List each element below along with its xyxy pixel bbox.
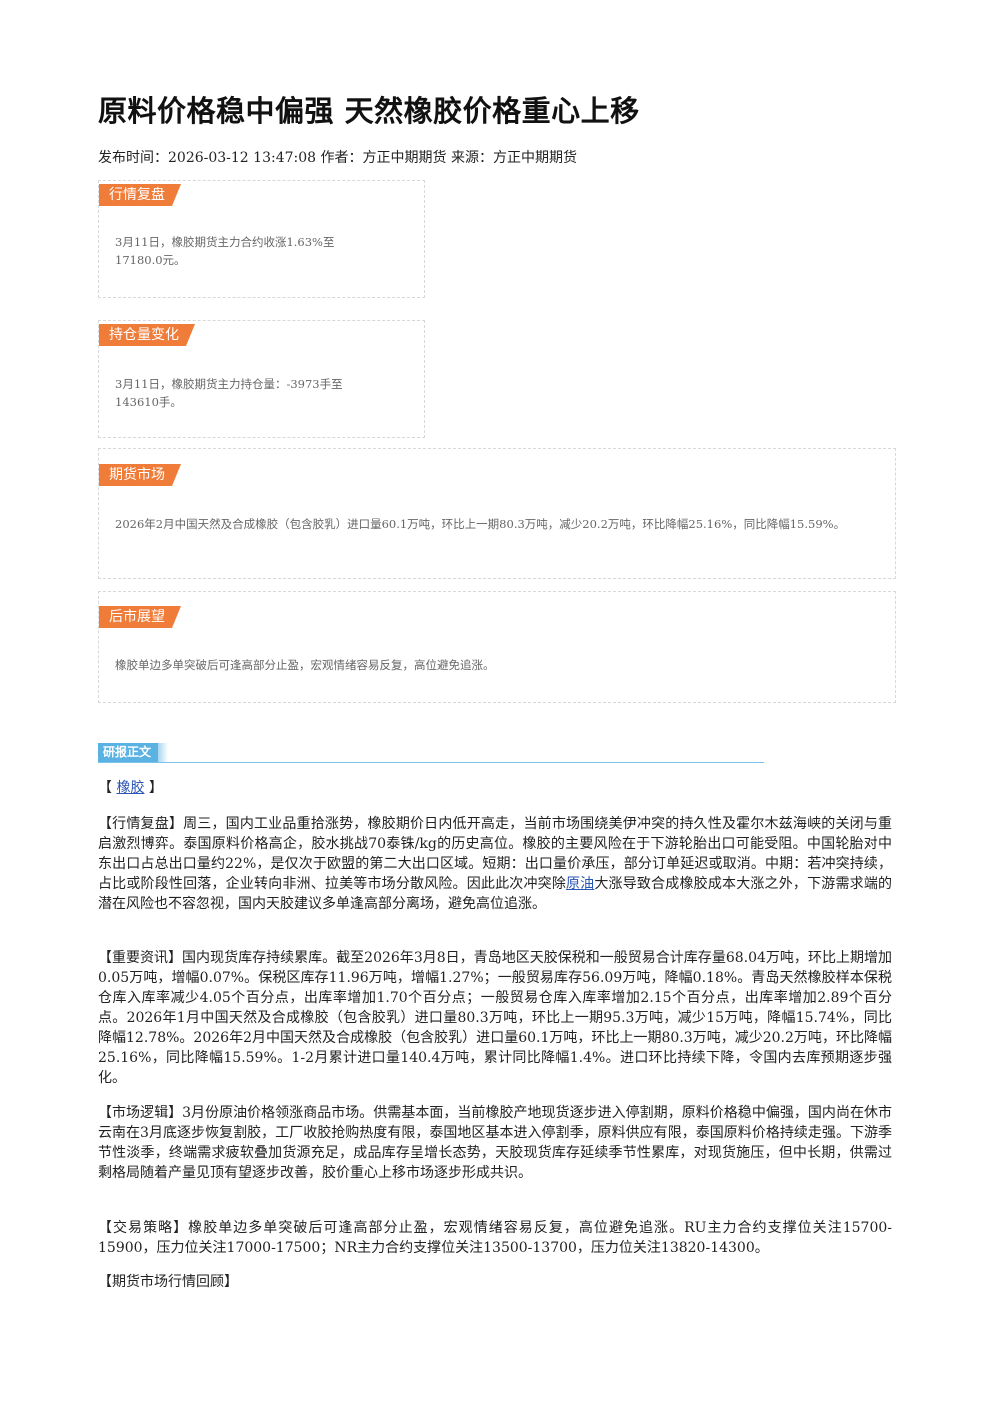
summary-card-market-review: 行情复盘 3月11日，橡胶期货主力合约收涨1.63%至17180.0元。: [98, 180, 425, 298]
report-category: 【 橡胶 】: [98, 778, 892, 798]
card-text: 3月11日，橡胶期货主力合约收涨1.63%至17180.0元。: [115, 235, 335, 267]
crude-oil-link[interactable]: 原油: [566, 876, 595, 892]
paragraph-text: 大涨导致合成橡胶成本大涨之外，下游需求端的潜在风险也不容忽视，国内天胶建议多单逢…: [98, 876, 893, 912]
article-title: 原料价格稳中偏强 天然橡胶价格重心上移: [98, 94, 640, 128]
bracket-open: 【: [98, 780, 117, 796]
card-tag: 行情复盘: [99, 184, 181, 206]
article-meta: 发布时间：2026-03-12 13:47:08 作者：方正中期期货 来源：方正…: [98, 150, 577, 166]
summary-card-open-interest: 持仓量变化 3月11日，橡胶期货主力持仓量：-3973手至143610手。: [98, 320, 425, 438]
card-tag: 持仓量变化: [99, 324, 195, 346]
card-tag: 后市展望: [99, 606, 181, 628]
report-section-label: 研报正文: [98, 743, 169, 762]
summary-card-futures-market: 期货市场 2026年2月中国天然及合成橡胶（包含胶乳）进口量60.1万吨，环比上…: [98, 448, 896, 579]
summary-card-outlook: 后市展望 橡胶单边多单突破后可逢高部分止盈，宏观情绪容易反复，高位避免追涨。: [98, 591, 896, 703]
rubber-link[interactable]: 橡胶: [116, 780, 145, 796]
paragraph-text: 【行情复盘】周三，国内工业品重拾涨势，橡胶期价日内低开高走，当前市场围绕美伊冲突…: [98, 816, 892, 892]
paragraph-futures-review-heading: 【期货市场行情回顾】: [98, 1274, 238, 1290]
paragraph-market-review: 【行情复盘】周三，国内工业品重拾涨势，橡胶期价日内低开高走，当前市场围绕美伊冲突…: [98, 814, 892, 914]
paragraph-trading-strategy: 【交易策略】橡胶单边多单突破后可逢高部分止盈，宏观情绪容易反复，高位避免追涨。R…: [98, 1220, 892, 1256]
report-section-header: 研报正文: [98, 743, 764, 763]
card-text: 橡胶单边多单突破后可逢高部分止盈，宏观情绪容易反复，高位避免追涨。: [115, 658, 495, 672]
paragraph-key-news: 【重要资讯】国内现货库存持续累库。截至2026年3月8日，青岛地区天胶保税和一般…: [98, 950, 892, 1086]
bracket-close: 】: [144, 780, 163, 796]
card-tag: 期货市场: [99, 464, 181, 486]
card-text: 3月11日，橡胶期货主力持仓量：-3973手至143610手。: [115, 377, 343, 409]
paragraph-market-logic: 【市场逻辑】3月份原油价格领涨商品市场。供需基本面，当前橡胶产地现货逐步进入停割…: [98, 1105, 892, 1181]
card-text: 2026年2月中国天然及合成橡胶（包含胶乳）进口量60.1万吨，环比上一期80.…: [115, 517, 846, 531]
